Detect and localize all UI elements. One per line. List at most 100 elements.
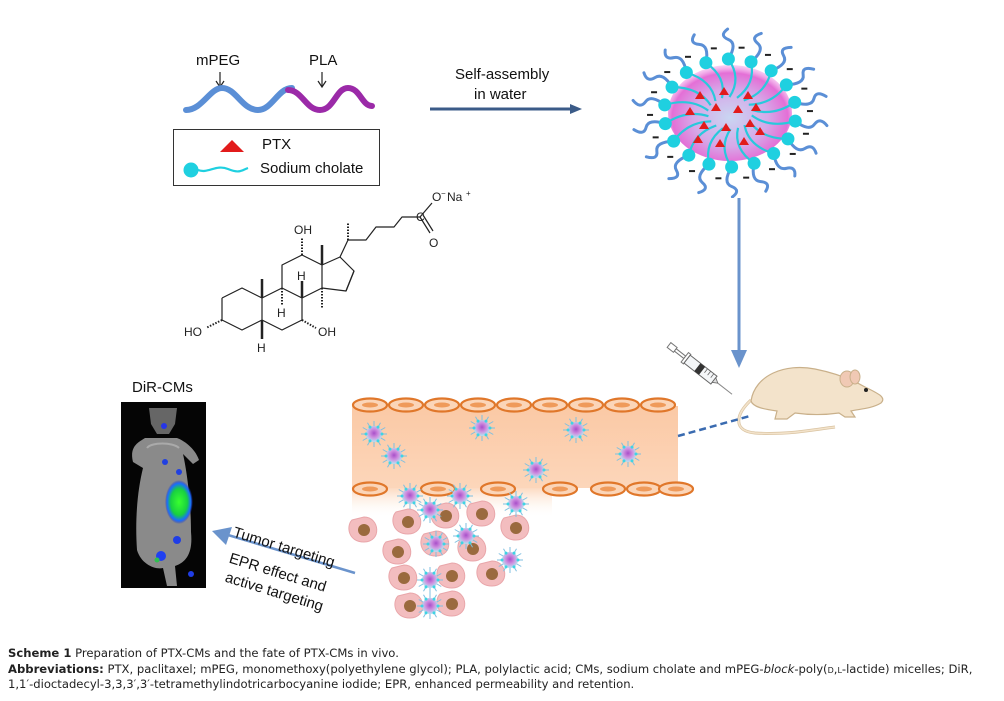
negative-charge-icon: [786, 68, 793, 71]
micelle-peg-tail: [751, 161, 770, 193]
caption-abbr-text-2: -poly(: [794, 661, 828, 676]
tumor-nucleus: [510, 522, 522, 534]
dir-cms-label: DiR-CMs: [132, 379, 193, 396]
tumor-targeting-arrow-icon: [212, 527, 356, 575]
ptx-triangle: [699, 121, 709, 129]
self-assembly-arrow-icon: [430, 104, 582, 114]
mini-micelle-icon: [381, 443, 407, 469]
tumor-nucleus: [467, 543, 479, 555]
micelle-cholate-head: [665, 80, 679, 94]
h-label-c: H: [277, 306, 286, 320]
micelle-cholate-head: [658, 98, 672, 112]
ptx-triangle: [743, 91, 753, 99]
negative-charge-icon: [685, 55, 692, 58]
micelle-cholate-head: [702, 157, 716, 171]
legend-ptx-label: PTX: [262, 136, 292, 153]
mini-micelle-icon: [469, 415, 495, 441]
mpeg-arrow-icon: [215, 72, 225, 89]
mini-micelle-icon: [361, 421, 387, 447]
micelle-peg-tail: [725, 165, 739, 198]
micelle-cholate-head: [658, 117, 672, 131]
micelle-peg-tail: [786, 137, 818, 155]
syringe-icon: [666, 341, 733, 395]
carboxylate-minus-label: −: [441, 189, 446, 198]
negative-charge-icon: [743, 176, 750, 179]
caption-scheme-line: Scheme 1 Preparation of PTX-CMs and the …: [8, 646, 998, 662]
ptx-triangle: [721, 123, 731, 131]
micelle-cholate-head: [779, 78, 793, 92]
caption-abbreviations: Abbreviations: PTX, paclitaxel; mPEG, mo…: [8, 662, 998, 693]
mini-micelle-icon: [503, 491, 529, 517]
tumor-nucleus: [358, 524, 370, 536]
micelle-cholate-head: [781, 132, 795, 146]
dashed-connector: [677, 414, 751, 438]
negative-charge-icon: [738, 46, 745, 49]
mini-micelle-icon: [497, 547, 523, 573]
endothelial-nucleus: [430, 486, 446, 492]
micelle-cholate-head: [667, 134, 681, 148]
mini-micelle-icon: [615, 441, 641, 467]
endothelial-nucleus: [490, 486, 506, 492]
endothelial-nucleus: [506, 402, 522, 408]
micelle-cholate-head: [747, 156, 761, 170]
sodium-cholate-structure: OH HO OH H H H O − Na + C O: [184, 189, 471, 355]
micelle-peg-tail: [632, 120, 667, 134]
negative-charge-icon: [710, 47, 717, 50]
mini-micelle-icon: [453, 523, 479, 549]
endothelial-nucleus: [362, 486, 378, 492]
micelle-peg-tail: [663, 48, 688, 74]
fluorescence-image: [121, 402, 206, 588]
negative-charge-icon: [667, 155, 674, 158]
micelle-peg-tail: [690, 33, 709, 65]
mini-micelle-icon: [417, 497, 443, 523]
mouse-icon: [737, 366, 884, 436]
triangle-icon: [220, 140, 244, 152]
tumor-nucleus: [402, 516, 414, 528]
negative-charge-icon: [764, 53, 771, 56]
endothelial-nucleus: [600, 486, 616, 492]
mini-micelle-icon: [563, 417, 589, 443]
pla-segment: [285, 84, 375, 114]
micelle-peg-tail: [793, 119, 829, 129]
ptx-triangle: [719, 87, 729, 95]
micelle-illustration: [631, 27, 829, 198]
mpeg-segment: [183, 84, 295, 114]
h-label-a: H: [257, 341, 266, 355]
ptx-triangle: [733, 105, 743, 113]
negative-charge-icon: [651, 91, 658, 94]
tumor-nucleus: [476, 508, 488, 520]
caption-scheme-text: Preparation of PTX-CMs and the fate of P…: [71, 646, 399, 660]
pla-label: PLA: [309, 52, 338, 69]
caption-abbr-text-1: PTX, paclitaxel; mPEG, monomethoxy(polye…: [103, 661, 764, 676]
mini-micelle-icon: [417, 567, 443, 593]
micelle-cholate-head: [721, 52, 735, 66]
negative-charge-icon: [806, 110, 813, 113]
sodium-plus-label: +: [466, 189, 471, 198]
micelle-peg-tail: [667, 153, 691, 181]
micelle-cholate-head: [725, 160, 739, 174]
micelle-peg-tail: [644, 139, 676, 160]
negative-charge-icon: [689, 170, 696, 173]
mini-micelle-icon: [523, 457, 549, 483]
self-assembly-text-line2: in water: [474, 86, 527, 103]
endothelial-nucleus: [434, 402, 450, 408]
micelle-peg-tail: [793, 92, 828, 106]
ptx-triangle: [755, 127, 765, 135]
self-assembly-text-line1: Self-assembly: [455, 66, 550, 83]
ptx-triangle: [751, 103, 761, 111]
micelle-cholate-head: [767, 147, 781, 161]
negative-charge-icon: [664, 71, 671, 74]
micelle-peg-tail: [697, 162, 711, 195]
carbonyl-c-label: C: [416, 210, 425, 224]
h-label-b: H: [297, 269, 306, 283]
mini-micelle-icon: [447, 483, 473, 509]
tumor-nucleus: [440, 510, 452, 522]
mini-micelle-icon: [423, 531, 449, 557]
oh-right-label: OH: [318, 325, 336, 339]
tumor-nucleus: [398, 572, 410, 584]
endothelial-nucleus: [398, 402, 414, 408]
caption-abbr-text-3: -lactide) micelles; DiR, 1,1′-dioctadecy…: [8, 661, 973, 692]
tumor-nucleus: [446, 570, 458, 582]
mini-micelle-icon: [417, 593, 443, 619]
negative-charge-icon: [768, 168, 775, 171]
